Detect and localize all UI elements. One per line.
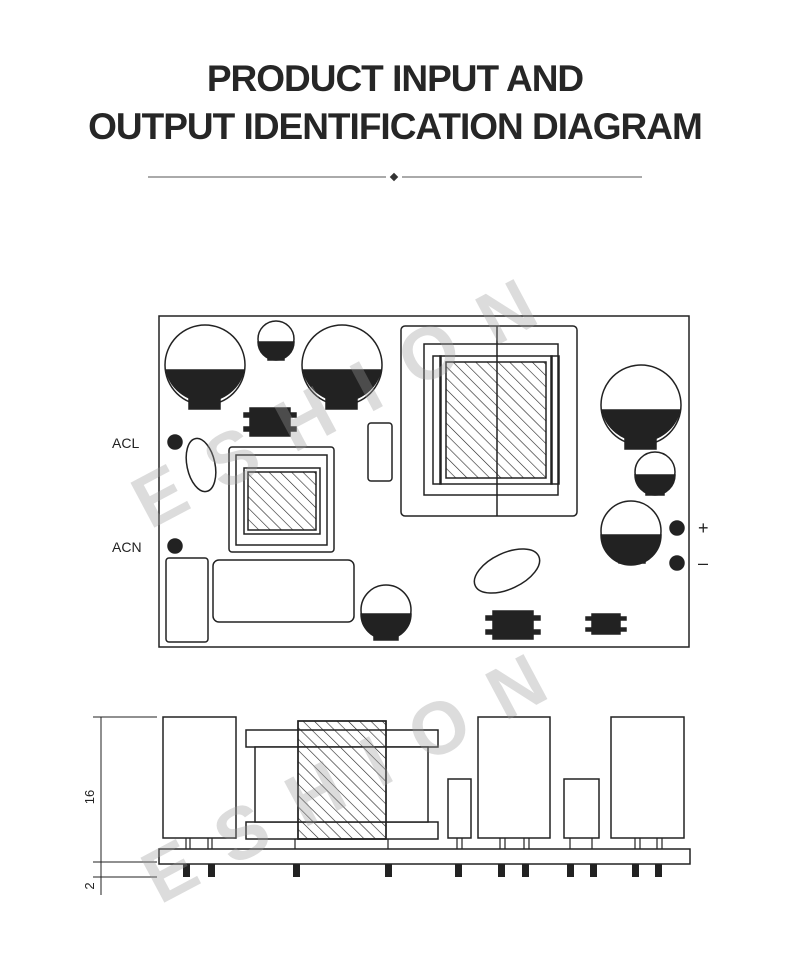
pin-plus	[669, 520, 685, 536]
top-view-board	[158, 315, 690, 648]
input-choke	[228, 446, 335, 553]
dimension-lines	[93, 716, 157, 895]
pin-acl	[167, 434, 183, 450]
main-transformer	[400, 325, 578, 517]
side-resistor-2	[563, 778, 600, 839]
x-capacitor	[165, 557, 209, 643]
smd-chip-1	[243, 407, 297, 437]
height-dimension-label: 16	[82, 790, 97, 804]
fuse-oval	[185, 437, 217, 493]
side-capacitor-2	[610, 716, 685, 839]
title-divider	[148, 172, 642, 182]
pin-minus	[669, 555, 685, 571]
label-plus: +	[698, 518, 709, 538]
title-line-1: PRODUCT INPUT AND	[206, 58, 584, 99]
pin-acn	[167, 538, 183, 554]
pcb-outline	[158, 315, 690, 648]
side-resistor-1	[447, 778, 472, 839]
smd-chip-2	[485, 610, 541, 640]
resistor-1	[367, 422, 393, 482]
capacitor-5	[600, 364, 682, 450]
capacitor-7	[600, 500, 662, 566]
capacitor-3	[301, 324, 383, 410]
smd-chip-3	[585, 613, 627, 635]
pin-dimension-label: 2	[82, 882, 97, 889]
side-component-legs	[185, 838, 663, 849]
capacitor-4	[360, 584, 412, 641]
side-transformer	[245, 720, 439, 840]
side-x-capacitor	[162, 716, 237, 839]
side-pins	[183, 864, 662, 877]
capacitor-6	[634, 451, 676, 496]
capacitor-2	[257, 320, 295, 361]
label-minus: –	[698, 553, 708, 573]
label-acn: ACN	[112, 539, 142, 555]
title-line-2: OUTPUT IDENTIFICATION DIAGRAM	[88, 106, 703, 147]
side-capacitor-1	[477, 716, 551, 839]
side-view	[93, 716, 691, 895]
label-acl: ACL	[112, 435, 139, 451]
side-pcb	[158, 848, 691, 865]
capacitor-1	[164, 324, 246, 410]
y-capacitor	[473, 548, 541, 594]
film-capacitor	[212, 559, 355, 623]
